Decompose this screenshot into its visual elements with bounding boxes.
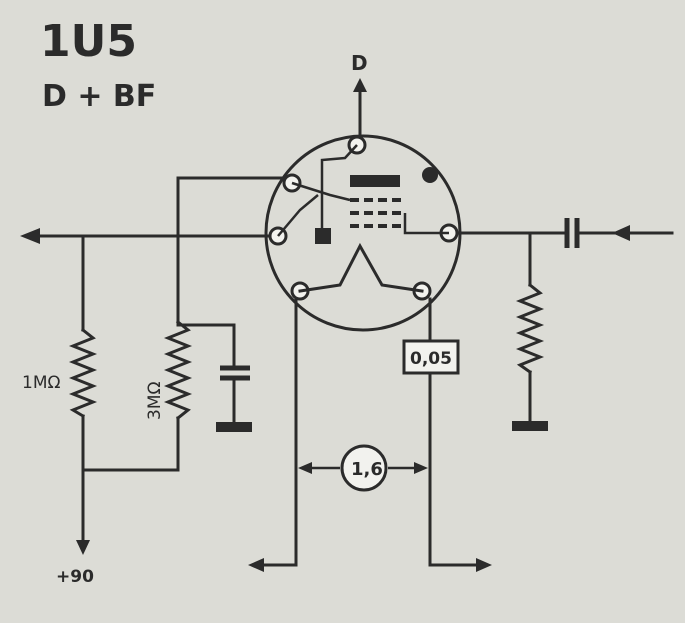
diode-output-arrow (353, 78, 367, 92)
filament-lead-right (428, 297, 480, 567)
anode-resistor-zigzag (515, 282, 545, 375)
pin-solid (422, 167, 438, 183)
filament-voltage-arrow-left (298, 462, 312, 474)
grid-lead (176, 176, 286, 324)
anode-voltage-box (402, 339, 460, 375)
ground-symbol-right (512, 421, 548, 431)
filament-voltage-label: 1,6 (351, 459, 383, 480)
filament-voltage-arrow-right (414, 462, 428, 474)
diode-output-label: D (351, 51, 368, 75)
filament-lead-left (260, 297, 298, 567)
ground-symbol-left (216, 422, 252, 432)
r3-bottom-wire (81, 416, 180, 472)
grid-connection (291, 181, 351, 202)
tube-type-label: 1U5 (40, 16, 137, 67)
left-output-arrow (20, 228, 40, 244)
anode-voltage-label: 0,05 (410, 349, 452, 369)
filament-arrow-left (248, 558, 264, 572)
r2-label: 3MΩ (145, 382, 165, 420)
anode-connection (403, 213, 449, 235)
supply-arrow (76, 540, 90, 555)
filament-voltage-circle (340, 444, 388, 492)
r1-label: 1MΩ (22, 373, 60, 393)
resistor-1m-zigzag (68, 327, 98, 419)
supply-voltage-label: +90 (56, 567, 94, 587)
cathode-connection (277, 194, 319, 237)
electrode-anode-plate (350, 175, 400, 187)
filament (298, 242, 424, 293)
resistor-3m-zigzag (163, 319, 193, 421)
electrode-diode-plate (315, 228, 331, 244)
cap-lead (176, 323, 236, 368)
electrode-grid (350, 198, 405, 228)
filament-arrow-right (476, 558, 492, 572)
function-label: D + BF (42, 79, 156, 114)
diode-connection (320, 144, 358, 228)
input-arrow (612, 225, 630, 241)
